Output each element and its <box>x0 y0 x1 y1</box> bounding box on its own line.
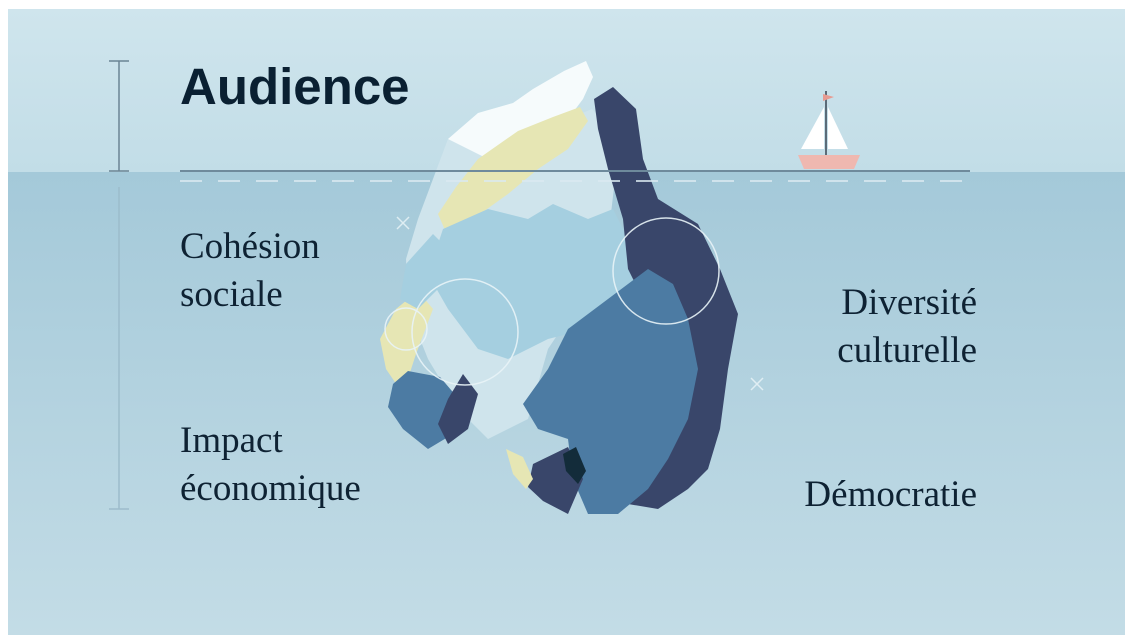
label-cultural-diversity: Diversité culturelle <box>837 279 977 375</box>
circle-marker-icon <box>411 278 519 386</box>
label-line: Impact <box>180 420 283 461</box>
iceberg-dark-left <box>438 374 478 444</box>
iceberg-yellow-foot <box>506 449 533 489</box>
label-economic-impact: Impact économique <box>180 417 361 513</box>
cross-marker-icon <box>396 216 410 230</box>
iceberg-illustration <box>380 61 738 514</box>
circle-marker-icon <box>612 217 720 325</box>
iceberg-yellow-lower <box>380 291 433 394</box>
label-line: Démocratie <box>804 474 977 515</box>
iceberg-light-left <box>400 234 448 309</box>
label-line: sociale <box>180 274 283 316</box>
diagram-title: Audience <box>180 58 410 115</box>
iceberg-deep-notch <box>563 447 586 484</box>
label-democracy: Démocratie <box>804 471 977 519</box>
iceberg-mid-body <box>523 269 698 514</box>
diagram-canvas <box>8 9 1125 635</box>
label-line: Diversité <box>841 282 977 323</box>
label-line: économique <box>180 468 361 510</box>
cross-marker-icon <box>750 377 764 391</box>
sailboat-icon <box>798 91 860 169</box>
label-line: Cohésion <box>180 226 320 267</box>
label-line: culturelle <box>837 330 977 372</box>
circle-marker-icon <box>384 307 428 351</box>
scale-bracket-icon <box>109 60 129 510</box>
iceberg-white-cap <box>448 61 593 174</box>
label-social-cohesion: Cohésion sociale <box>180 223 320 319</box>
iceberg-diagram: Audience Cohésion sociale Impact économi… <box>8 9 1125 635</box>
